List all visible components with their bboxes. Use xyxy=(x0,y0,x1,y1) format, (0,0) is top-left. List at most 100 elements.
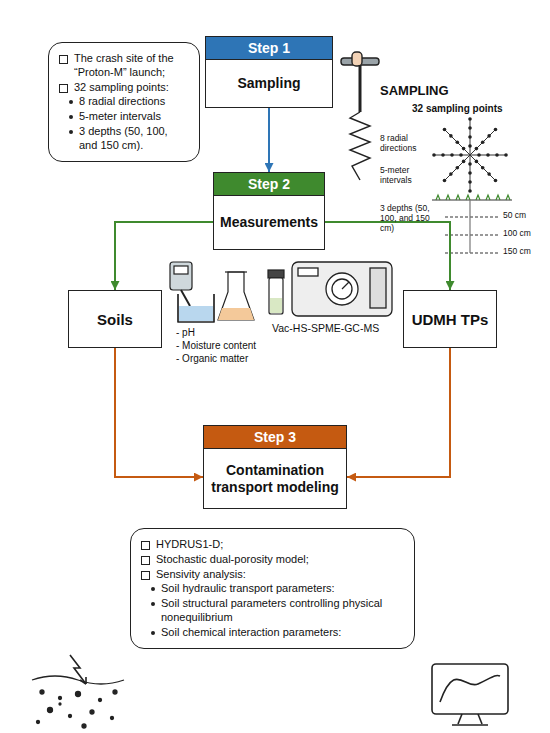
sampling-point xyxy=(468,189,472,193)
list-text: 3 depths (50, 100, and 150 cm). xyxy=(79,125,189,153)
list-text: Soil hydraulic transport parameters: xyxy=(161,582,335,596)
list-text: 8 radial directions xyxy=(79,95,165,109)
step-box: Step 1Sampling xyxy=(205,36,333,108)
sampling-point xyxy=(475,160,479,164)
sampling-point xyxy=(443,128,447,132)
list-row: 8 radial directions xyxy=(59,95,189,109)
sampling-point xyxy=(441,153,445,157)
list-text: Soil structural parameters controlling p… xyxy=(161,597,404,625)
text-label: - pH xyxy=(176,327,266,339)
process-box: UDMH TPs xyxy=(403,290,497,348)
list-text: Soil chemical interaction parameters: xyxy=(161,626,341,640)
flask-icon xyxy=(218,272,254,320)
sampling-point xyxy=(462,160,466,164)
step-header: Step 1 xyxy=(206,37,332,60)
step-box: Step 2Measurements xyxy=(213,172,325,250)
bullet-dot xyxy=(151,631,155,635)
checkbox-bullet xyxy=(141,571,150,580)
step-header: Step 2 xyxy=(214,173,324,196)
box-text: UDMH TPs xyxy=(412,311,489,328)
list-text: Sensivity analysis: xyxy=(156,568,246,582)
checkbox-bullet xyxy=(141,541,150,550)
monitor-icon xyxy=(432,664,508,725)
sampling-point xyxy=(468,144,472,148)
gc-ms-instrument xyxy=(292,262,392,316)
text-label: 8 radial directions xyxy=(380,134,432,154)
sampling-point xyxy=(449,134,453,138)
sampling-point xyxy=(481,166,485,170)
sampling-point xyxy=(468,162,472,166)
sampling-point xyxy=(487,172,491,176)
list-row: Soil chemical interaction parameters: xyxy=(141,626,404,640)
bullet-dot xyxy=(69,100,73,104)
text-label: 3 depths (50, 100, and 150 cm) xyxy=(380,204,440,233)
soil-illustration xyxy=(32,655,124,728)
ground-profile xyxy=(432,195,512,253)
step-title: Contamination transport modeling xyxy=(204,449,346,508)
text-label: 50 cm xyxy=(503,211,543,221)
bullet-dot xyxy=(151,587,155,591)
ph-meter-icon xyxy=(170,262,214,322)
flow-arrow xyxy=(268,108,270,172)
bullet-dot xyxy=(69,115,73,119)
list-text: 5-meter intervals xyxy=(79,110,161,124)
list-row: 32 sampling points: xyxy=(59,81,189,95)
sampling-point xyxy=(468,126,472,130)
text-label: - Organic matter xyxy=(176,353,276,365)
flow-arrow xyxy=(347,348,450,477)
flow-arrow xyxy=(115,348,203,477)
text-label: 100 cm xyxy=(503,229,543,239)
sampling-point xyxy=(432,153,436,157)
checkbox-bullet xyxy=(59,84,68,93)
sampling-star xyxy=(434,119,506,191)
sampling-point xyxy=(486,153,490,157)
sampling-point xyxy=(468,117,472,121)
bullet-dot xyxy=(151,602,155,606)
sampling-points xyxy=(432,117,508,193)
note-box: The crash site of the “Proton-M” launch;… xyxy=(48,42,200,162)
sampling-point xyxy=(481,141,485,145)
vial-icon xyxy=(268,270,284,314)
sampling-point xyxy=(494,128,498,132)
flow-arrow xyxy=(115,222,213,290)
sampling-point xyxy=(477,153,481,157)
sampling-point xyxy=(462,147,466,151)
sampling-point xyxy=(487,134,491,138)
text-label: 5-meter intervals xyxy=(380,166,432,186)
box-text: Soils xyxy=(97,311,133,328)
sampling-point xyxy=(450,153,454,157)
sampling-point xyxy=(456,141,460,145)
sampling-point xyxy=(504,153,508,157)
sampling-point xyxy=(468,135,472,139)
list-text: HYDRUS1-D; xyxy=(156,538,223,552)
auger-icon xyxy=(341,52,379,180)
text-label: Vac-HS-SPME-GC-MS xyxy=(272,322,400,334)
text-label: - Moisture content xyxy=(176,340,276,352)
list-row: Soil hydraulic transport parameters: xyxy=(141,582,404,596)
sampling-point xyxy=(456,166,460,170)
list-row: HYDRUS1-D; xyxy=(141,538,404,552)
process-box: Soils xyxy=(68,290,162,348)
step-box: Step 3Contamination transport modeling xyxy=(203,425,347,509)
list-row: Stochastic dual-porosity model; xyxy=(141,553,404,567)
sampling-point xyxy=(468,171,472,175)
sampling-point xyxy=(494,179,498,183)
step-header: Step 3 xyxy=(204,426,346,449)
bullet-dot xyxy=(69,130,73,134)
sampling-point xyxy=(475,147,479,151)
list-row: Soil structural parameters controlling p… xyxy=(141,597,404,625)
list-row: The crash site of the “Proton-M” launch; xyxy=(59,52,189,80)
step-title: Sampling xyxy=(206,60,332,107)
text-label: 32 sampling points xyxy=(412,103,532,115)
step-title: Measurements xyxy=(214,196,324,249)
sampling-point xyxy=(449,172,453,176)
sampling-point xyxy=(443,179,447,183)
sampling-point xyxy=(468,180,472,184)
list-row: 3 depths (50, 100, and 150 cm). xyxy=(59,125,189,153)
checkbox-bullet xyxy=(141,556,150,565)
sampling-point xyxy=(495,153,499,157)
list-text: Stochastic dual-porosity model; xyxy=(156,553,309,567)
sampling-point xyxy=(459,153,463,157)
checkbox-bullet xyxy=(59,55,68,64)
